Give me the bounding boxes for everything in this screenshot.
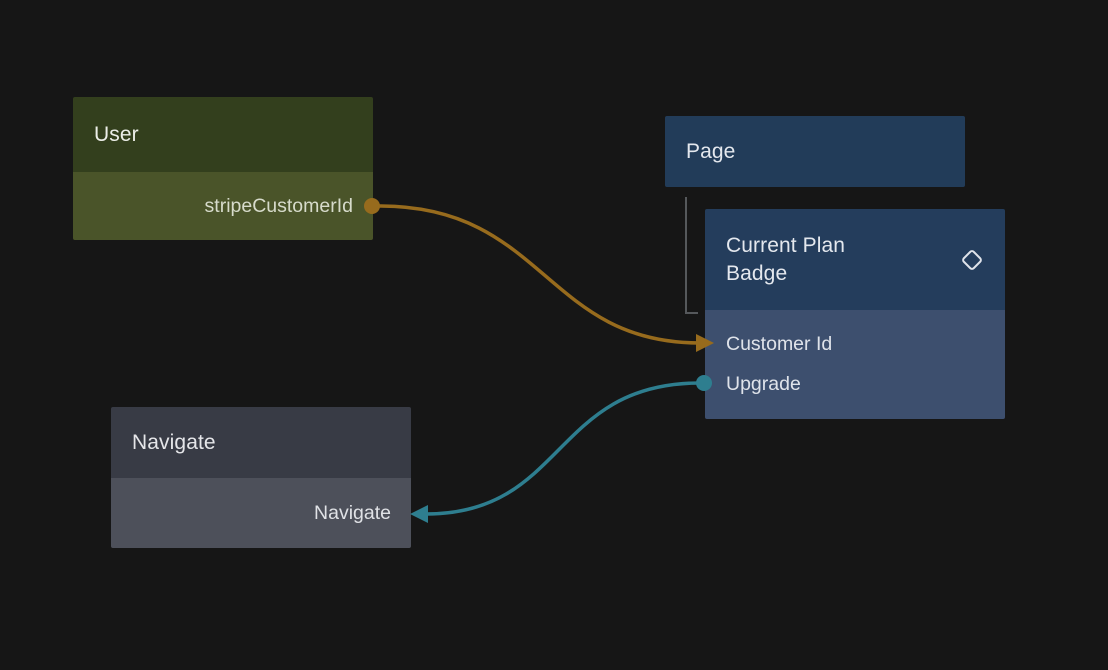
- node-navigate-body: Navigate: [111, 478, 411, 548]
- node-navigate[interactable]: Navigate Navigate: [111, 407, 411, 548]
- diamond-icon: [960, 248, 984, 272]
- edge-navigate-arrowhead-icon: [410, 505, 428, 523]
- port-navigate-label: Navigate: [314, 501, 391, 524]
- node-user-header[interactable]: User: [73, 97, 373, 172]
- node-current-plan-badge-body: Customer Id Upgrade: [705, 310, 1005, 419]
- port-upgrade-label: Upgrade: [726, 372, 801, 395]
- node-current-plan-badge-header[interactable]: Current Plan Badge: [705, 209, 1005, 310]
- node-page-header[interactable]: Page: [665, 116, 965, 187]
- node-page-title: Page: [686, 139, 736, 163]
- node-user-body: stripeCustomerId: [73, 172, 373, 240]
- port-stripecustomerid-label: stripeCustomerId: [204, 194, 353, 217]
- edge-upgrade-to-navigate[interactable]: [424, 381, 702, 516]
- port-customer-id-label: Customer Id: [726, 332, 833, 355]
- page-child-tree-connector: [685, 197, 698, 314]
- edge-stripecustomerid-to-customerid[interactable]: [378, 204, 702, 345]
- node-user[interactable]: User stripeCustomerId: [73, 97, 373, 240]
- port-navigate[interactable]: Navigate: [111, 478, 411, 548]
- node-current-plan-badge-title: Current Plan Badge: [726, 233, 846, 285]
- node-current-plan-badge[interactable]: Current Plan Badge Customer Id Upgrade: [705, 209, 1005, 419]
- port-customer-id[interactable]: Customer Id: [705, 324, 1005, 364]
- port-stripecustomerid[interactable]: stripeCustomerId: [73, 172, 373, 240]
- node-page[interactable]: Page: [665, 116, 965, 187]
- node-user-title: User: [94, 122, 139, 146]
- node-navigate-title: Navigate: [132, 430, 216, 454]
- port-upgrade[interactable]: Upgrade: [705, 364, 1005, 404]
- node-navigate-header[interactable]: Navigate: [111, 407, 411, 478]
